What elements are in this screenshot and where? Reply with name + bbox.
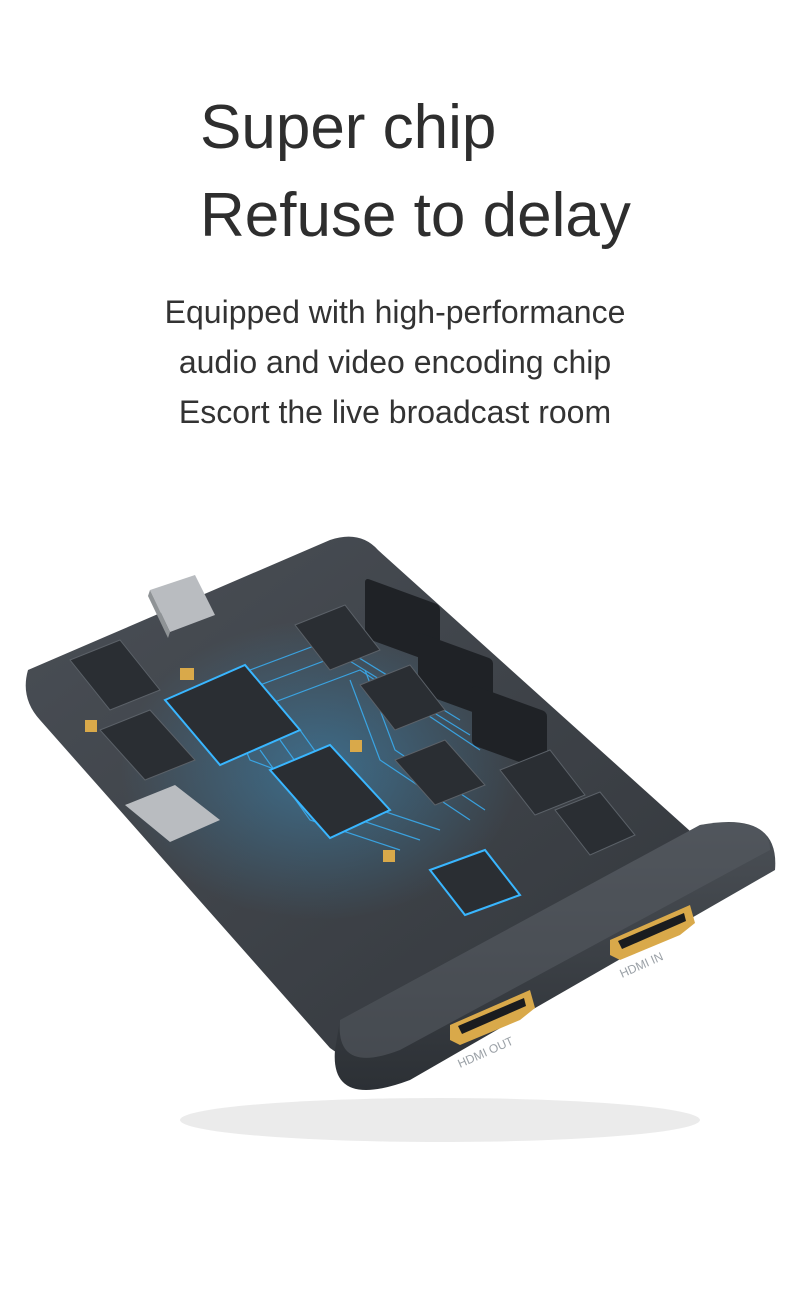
hdmi-out-port bbox=[450, 990, 535, 1045]
headline-line-1: Super chip bbox=[200, 93, 497, 162]
gold-pads bbox=[85, 668, 395, 862]
description-line-1: Equipped with high-performance bbox=[164, 294, 626, 330]
shadow bbox=[180, 1098, 700, 1142]
description-line-3: Escort the live broadcast room bbox=[178, 394, 612, 430]
audio-jacks bbox=[365, 579, 547, 771]
hdmi-in-port bbox=[610, 905, 695, 960]
usb-c-connector bbox=[148, 575, 215, 638]
hdmi-end-cap bbox=[334, 822, 776, 1090]
chips bbox=[69, 604, 636, 917]
sd-card-slot bbox=[125, 785, 220, 842]
headline-line-2: Refuse to delay bbox=[200, 181, 631, 250]
capture-card-product-image: HDMI OUT HDMI IN bbox=[25, 536, 776, 1142]
description-line-2: audio and video encoding chip bbox=[178, 344, 612, 380]
